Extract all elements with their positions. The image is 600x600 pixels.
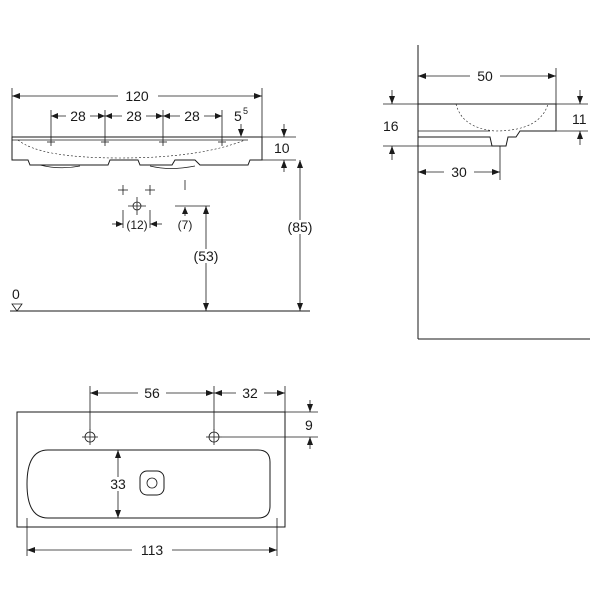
basin-bottom-curve-2 (149, 165, 196, 169)
front-view: 120 28 28 28 5 5 10 (10, 88, 314, 312)
label-spacing-2: 28 (126, 108, 142, 124)
tap-hole-marker-4 (218, 138, 226, 146)
basin-side-inner (455, 103, 549, 132)
tap-hole-marker-1 (47, 138, 55, 146)
label-rim-height: 10 (274, 140, 290, 156)
label-depth: 50 (477, 68, 493, 84)
label-drain-offset: (12) (126, 218, 147, 232)
basin-front-outline (11, 136, 263, 166)
waste-marker-1 (118, 185, 128, 195)
label-edge-offset-sup: 5 (243, 106, 248, 116)
side-view: 50 16 11 30 (383, 45, 590, 340)
drain-outlet-marker (128, 197, 146, 215)
drain-icon (139, 470, 165, 496)
label-drain-height: (53) (194, 248, 219, 264)
basin-bottom-curve (39, 164, 81, 169)
basin-top-outline (16, 411, 286, 528)
tap-hole-left (82, 429, 98, 445)
label-outer-height: 16 (383, 118, 399, 134)
label-drain-drop: (7) (178, 218, 193, 232)
floor-level-icon (11, 303, 23, 312)
label-edge-offset: 5 (234, 108, 242, 124)
waste-marker-2 (145, 185, 155, 195)
tap-hole-marker-2 (101, 138, 109, 146)
basin-bowl-outline (26, 449, 271, 519)
label-floor-level: 0 (12, 286, 20, 302)
top-view: 56 32 9 33 113 (16, 385, 318, 558)
label-inner-height: 11 (572, 111, 587, 127)
label-drain-distance: 30 (451, 164, 467, 180)
label-overall-width: 120 (125, 88, 149, 104)
label-bowl-length: 113 (141, 542, 164, 558)
label-spacing-3: 28 (184, 108, 200, 124)
label-hole-from-back: 9 (305, 417, 313, 433)
label-hole-spacing: 56 (144, 385, 160, 401)
tap-hole-marker-3 (159, 138, 167, 146)
tap-hole-right (206, 429, 222, 445)
basin-side-outline (417, 103, 557, 147)
basin-inner-curve (17, 139, 246, 159)
label-hole-to-edge: 32 (242, 385, 258, 401)
label-mount-height: (85) (288, 219, 313, 235)
label-bowl-depth: 33 (110, 476, 126, 492)
label-spacing-1: 28 (70, 108, 86, 124)
